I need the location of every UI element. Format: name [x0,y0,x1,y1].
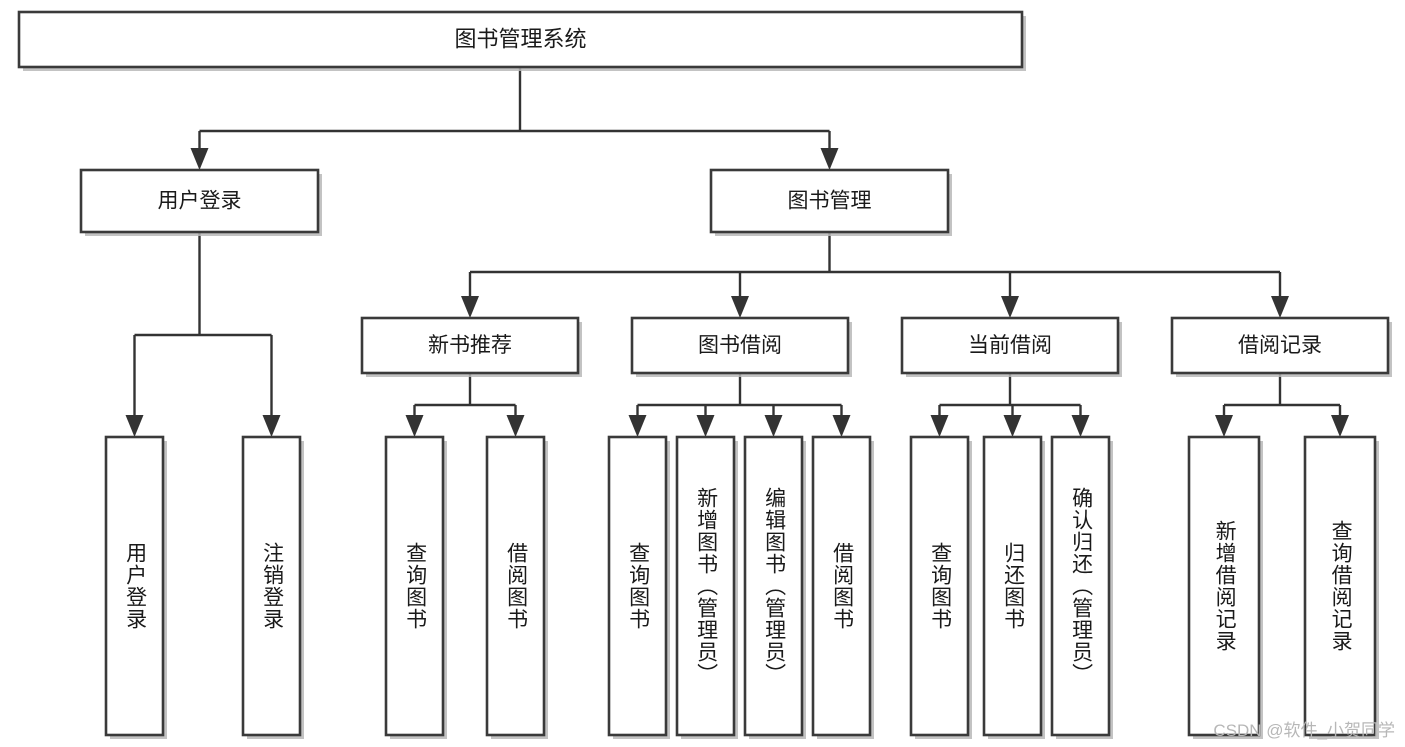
node-box-leaf-query-book-2[interactable] [607,435,668,737]
arrow-to-user-login-icon [190,148,209,170]
node-label-new-book-rec: 新书推荐 [428,334,512,357]
node-box-leaf-edit-book-admin[interactable] [743,435,804,737]
node-label-current-borrow: 当前借阅 [968,334,1052,357]
arrow-to-leaf-query-book-3-icon [930,415,949,437]
root-node-label: 图书管理系统 [454,26,586,51]
arrow-to-leaf-edit-book-admin-icon [764,415,783,437]
connector-layer [125,67,1349,437]
node-box-layer [17,10,1392,739]
node-box-book-manage[interactable] [709,168,950,234]
node-box-leaf-query-book-3[interactable] [909,435,970,737]
node-box-borrow-record[interactable] [1170,316,1390,375]
arrow-to-leaf-add-book-admin-icon [696,415,715,437]
node-box-leaf-borrow-book-1[interactable] [485,435,546,737]
node-box-leaf-return-book[interactable] [982,435,1043,737]
node-label-book-manage: 图书管理 [788,190,872,213]
node-box-current-borrow[interactable] [900,316,1120,375]
node-box-leaf-user-login[interactable] [104,435,165,737]
node-box-leaf-user-logout[interactable] [241,435,302,737]
arrow-to-leaf-borrow-book-2-icon [832,415,851,437]
node-box-leaf-query-borrow-record[interactable] [1303,435,1377,737]
node-box-new-book-rec[interactable] [360,316,580,375]
arrow-to-leaf-confirm-return-admin-icon [1071,415,1090,437]
node-box-user-login[interactable] [79,168,320,234]
arrow-to-leaf-query-book-1-icon [405,415,424,437]
arrow-to-leaf-return-book-icon [1003,415,1022,437]
csdn-watermark: CSDN @软件_小贺同学 [1213,721,1395,740]
node-label-book-borrow: 图书借阅 [698,334,782,357]
node-label-user-login: 用户登录 [158,190,242,213]
arrow-to-leaf-user-login-icon [125,415,144,437]
arrow-to-leaf-query-book-2-icon [628,415,647,437]
node-box-leaf-confirm-return-admin[interactable] [1050,435,1111,737]
arrow-to-leaf-query-borrow-record-icon [1331,415,1349,437]
node-box-leaf-add-borrow-record[interactable] [1187,435,1261,737]
arrow-to-book-manage-icon [820,148,839,170]
root-node-box[interactable] [17,10,1024,69]
arrow-to-leaf-add-borrow-record-icon [1215,415,1233,437]
arrow-to-leaf-borrow-book-1-icon [506,415,525,437]
node-label-borrow-record: 借阅记录 [1238,334,1322,357]
arrow-to-current-borrow-icon [1001,296,1019,318]
arrow-to-new-book-rec-icon [461,296,479,318]
node-box-leaf-query-book-1[interactable] [384,435,445,737]
node-box-leaf-add-book-admin[interactable] [675,435,736,737]
arrow-to-book-borrow-icon [731,296,749,318]
node-box-book-borrow[interactable] [630,316,850,375]
arrow-to-borrow-record-icon [1271,296,1289,318]
node-box-leaf-borrow-book-2[interactable] [811,435,872,737]
arrow-to-leaf-user-logout-icon [262,415,281,437]
